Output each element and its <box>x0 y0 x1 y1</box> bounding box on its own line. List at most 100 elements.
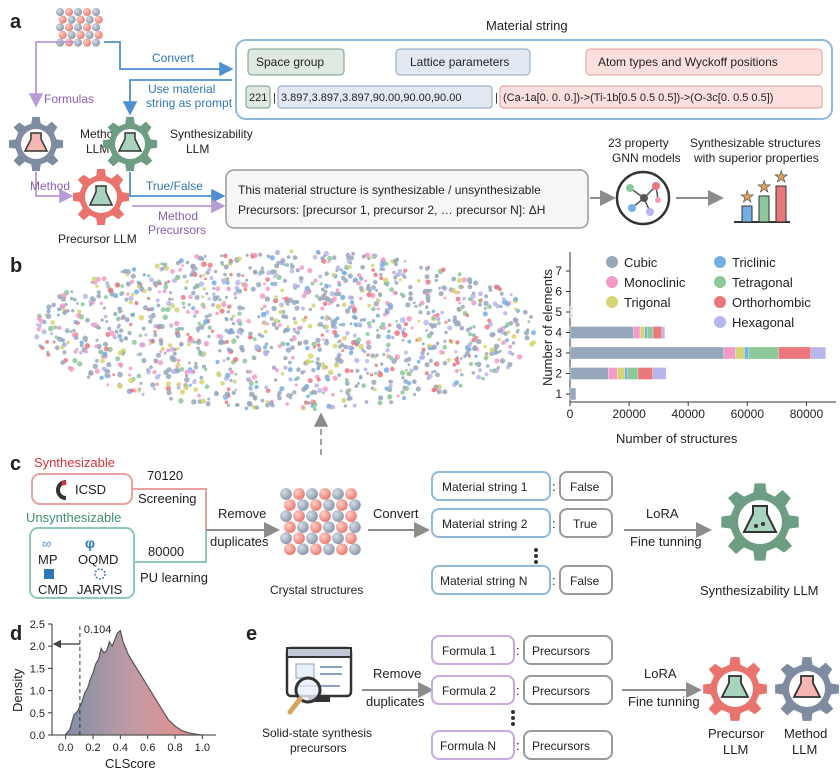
scatter-point <box>156 303 161 308</box>
scatter-point <box>202 287 206 291</box>
scatter-point <box>239 332 243 336</box>
scatter-point <box>407 363 411 367</box>
unsynth-connector <box>134 530 207 563</box>
scatter-point <box>460 304 465 309</box>
prompt-arrow <box>122 79 232 116</box>
scatter-point <box>113 311 118 317</box>
fine-label-c: Fine tunning <box>630 534 702 549</box>
atom-sphere <box>319 510 331 522</box>
scatter-point <box>354 357 360 364</box>
scatter-point <box>212 295 219 302</box>
scatter-point <box>187 335 193 341</box>
scatter-point <box>253 395 258 400</box>
scatter-point <box>184 369 190 375</box>
scatter-point <box>66 309 70 313</box>
atom-sphere <box>297 499 309 511</box>
atom-sphere <box>319 488 331 500</box>
scatter-point <box>417 319 421 323</box>
scatter-point <box>224 295 229 299</box>
scatter-point <box>327 316 332 321</box>
x-tick-label: 1.0 <box>195 742 210 754</box>
y-tick-label: 7 <box>555 264 562 278</box>
scatter-point <box>471 371 476 375</box>
legend-label: Hexagonal <box>732 315 794 330</box>
scatter-point <box>224 316 228 320</box>
scatter-point <box>178 341 184 347</box>
atom-sphere <box>293 510 305 522</box>
scatter-point <box>265 388 271 394</box>
formula-1: Formula 1 <box>442 644 496 658</box>
cmd-logo-icon <box>44 569 54 579</box>
scatter-point <box>137 389 141 393</box>
scatter-point <box>320 256 325 261</box>
scatter-point <box>176 358 181 363</box>
scatter-point <box>248 391 255 398</box>
scatter-point <box>489 332 495 338</box>
scatter-point <box>165 381 171 387</box>
scatter-point <box>175 260 181 266</box>
scatter-point <box>351 306 357 312</box>
atom-sphere <box>94 30 103 39</box>
atom-sphere <box>293 532 305 545</box>
scatter-point <box>529 315 533 319</box>
scatter-point <box>131 312 136 317</box>
scatter-point <box>285 347 292 353</box>
atom-sphere <box>284 499 296 511</box>
scatter-point <box>169 291 173 295</box>
scatter-point <box>262 304 267 309</box>
scatter-point <box>265 402 270 408</box>
scatter-point <box>102 341 109 347</box>
scatter-point <box>444 330 448 335</box>
crystal-label: Crystal structures <box>270 583 363 597</box>
scatter-point <box>67 365 73 371</box>
scatter-point <box>153 332 158 338</box>
legend-label: Monoclinic <box>624 275 686 290</box>
formula-box-2 <box>431 675 515 705</box>
bar-segment <box>637 367 653 380</box>
scatter-point <box>380 362 384 366</box>
scatter-point <box>418 310 423 315</box>
mp-logo-icon: ∞ <box>42 536 51 551</box>
scatter-point <box>176 346 180 351</box>
scatter-point <box>242 282 249 289</box>
scatter-point <box>191 399 197 405</box>
scatter-point <box>168 323 174 328</box>
scatter-point <box>498 349 502 353</box>
scatter-point <box>496 350 500 354</box>
scatter-point <box>153 330 157 334</box>
scatter-point <box>347 295 353 300</box>
scatter-point <box>411 379 417 385</box>
scatter-point <box>322 292 327 297</box>
scatter-point <box>203 254 207 258</box>
scatter-point <box>250 286 256 292</box>
scatter-point <box>448 339 453 343</box>
scatter-point <box>247 401 253 407</box>
scatter-point <box>375 288 378 292</box>
scatter-point <box>62 342 68 347</box>
scatter-point <box>320 315 325 320</box>
scatter-point <box>189 272 193 276</box>
scatter-point <box>263 351 269 357</box>
scatter-point <box>142 273 146 277</box>
scatter-point <box>340 294 346 301</box>
scatter-point <box>203 319 209 324</box>
formula-2: Formula 2 <box>442 684 496 698</box>
scatter-point <box>193 314 197 318</box>
scatter-point <box>274 272 278 276</box>
scatter-point <box>60 360 66 365</box>
scatter-point <box>287 297 293 303</box>
scatter-point <box>474 362 478 366</box>
scatter-point <box>196 346 200 351</box>
scatter-point <box>242 358 248 364</box>
scatter-point <box>168 297 171 301</box>
scatter-point <box>324 315 329 320</box>
scatter-point <box>274 326 279 331</box>
scatter-point <box>196 329 200 333</box>
scatter-point <box>178 267 183 272</box>
scatter-point <box>330 319 335 324</box>
scatter-point <box>37 323 42 329</box>
scatter-point <box>497 287 502 292</box>
scatter-point <box>307 267 313 274</box>
scatter-point <box>127 330 132 336</box>
scatter-point <box>342 335 347 341</box>
